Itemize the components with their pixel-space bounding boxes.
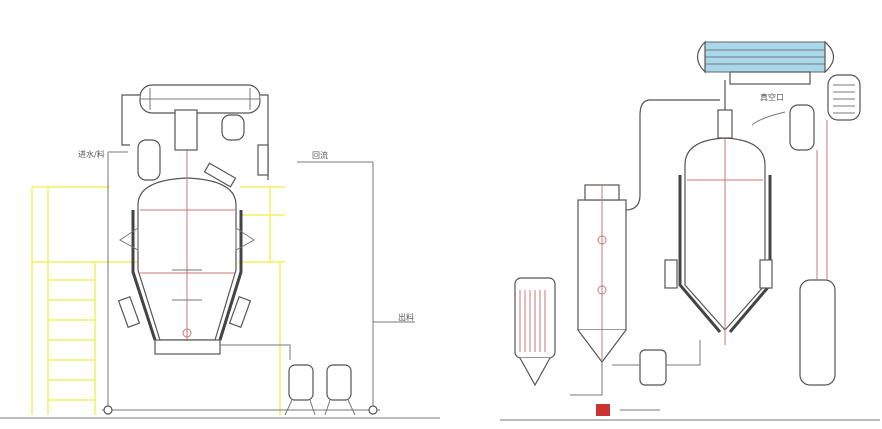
piping-left — [102, 151, 415, 415]
small-tank — [639, 349, 667, 386]
reflux-label: 回流 — [312, 150, 328, 160]
outlet-label: 出料 — [398, 312, 414, 322]
extraction-tank — [117, 109, 269, 355]
concentration-tank — [624, 80, 773, 345]
vacuum-port-label: 真空口 — [760, 92, 784, 102]
coil-condenser — [789, 74, 861, 151]
filters — [284, 364, 356, 416]
vacuum-port-leader — [751, 111, 786, 126]
receiver-tank — [799, 120, 836, 386]
evaporator — [577, 184, 627, 363]
platform-structure — [31, 186, 285, 415]
piping-right — [500, 340, 880, 421]
left-tank — [514, 277, 556, 387]
inlet-label: 进水/料 — [78, 149, 105, 159]
horizontal-condenser — [696, 40, 835, 85]
